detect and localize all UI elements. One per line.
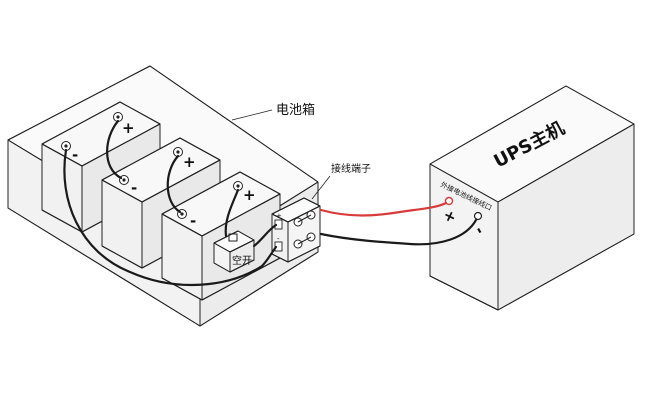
battery-3-minus-sign: -	[190, 212, 196, 230]
battery-1-plus-sign: +	[122, 119, 135, 137]
battery-positive-to-breaker	[224, 188, 240, 238]
terminal-block-label: 接线端子	[331, 162, 371, 175]
ups-negative-port-icon	[473, 211, 483, 221]
positive-cable-to-ups	[319, 201, 448, 217]
battery-box-leader	[231, 109, 273, 121]
terminal-block-minus-sign: -	[277, 235, 280, 243]
ups-host-box	[429, 85, 635, 311]
ups-positive-port-icon	[444, 196, 454, 206]
battery-2-minus-sign: -	[131, 179, 137, 197]
battery-2-plus-sign: +	[183, 153, 196, 171]
battery-1-minus-sign: -	[72, 146, 78, 164]
breaker-to-terminal-positive	[252, 223, 278, 248]
breaker-switch-icon	[213, 230, 255, 273]
battery-negative-to-terminal	[63, 148, 278, 287]
jumper-cable-1	[106, 119, 123, 180]
battery-box-label: 电池箱	[276, 102, 315, 118]
negative-cable-to-ups	[319, 218, 478, 246]
breaker-label: 空开	[232, 254, 252, 267]
battery-3-plus-sign: +	[243, 186, 256, 204]
terminal-block-leader	[311, 175, 331, 200]
ups-port-terminals	[444, 196, 483, 221]
terminal-block-plus-sign: +	[276, 212, 282, 220]
jumper-cable-2	[166, 154, 182, 214]
